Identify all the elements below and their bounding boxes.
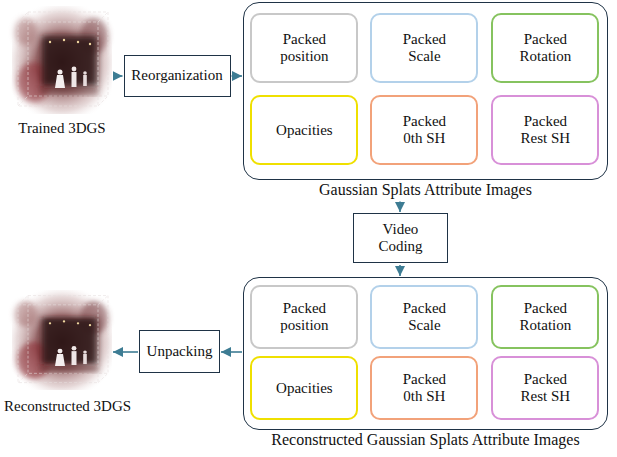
box-label: Reorganization bbox=[131, 67, 222, 84]
attribute-image-box: Packed Rotation bbox=[491, 285, 599, 349]
box-label: Unpacking bbox=[147, 343, 213, 360]
flow-arrow bbox=[399, 201, 401, 212]
process-box: Reorganization bbox=[124, 55, 231, 97]
box-label: Packed Scale bbox=[392, 31, 456, 66]
box-label: Packed Rest SH bbox=[513, 113, 577, 148]
attribute-image-box: Packed 0th SH bbox=[370, 95, 478, 165]
process-box: Unpacking bbox=[139, 330, 220, 373]
box-label: Packed Scale bbox=[392, 300, 456, 335]
box-label: Packed Rotation bbox=[513, 31, 577, 66]
attribute-image-box: Packed position bbox=[250, 285, 358, 349]
attribute-image-box: Opacities bbox=[250, 356, 358, 420]
scene-render: Trained 3DGS bbox=[12, 6, 112, 114]
attribute-image-box: Packed Rest SH bbox=[491, 95, 599, 165]
flow-arrow bbox=[113, 75, 123, 77]
flow-arrow bbox=[221, 351, 242, 353]
attribute-image-group: Gaussian Splats Attribute ImagesPacked p… bbox=[243, 2, 608, 180]
trained-3dgs-render bbox=[12, 6, 112, 114]
figure-caption: Trained 3DGS bbox=[18, 120, 105, 137]
box-label: Packed 0th SH bbox=[392, 371, 456, 406]
flow-arrow bbox=[232, 75, 243, 77]
attribute-image-box: Packed 0th SH bbox=[370, 356, 478, 420]
box-label: Packed 0th SH bbox=[392, 113, 456, 148]
figure-caption: Reconstructed Gaussian Splats Attribute … bbox=[271, 431, 579, 449]
box-label: Video Coding bbox=[371, 221, 431, 256]
attribute-image-box: Packed position bbox=[250, 13, 358, 83]
attribute-image-box: Packed Scale bbox=[370, 13, 478, 83]
flow-arrow bbox=[399, 265, 401, 276]
figure-caption: Gaussian Splats Attribute Images bbox=[319, 181, 532, 199]
reconstructed-3dgs-render bbox=[12, 290, 112, 390]
box-label: Packed position bbox=[272, 300, 336, 335]
flow-arrow bbox=[113, 351, 138, 353]
box-label: Opacities bbox=[276, 380, 333, 397]
process-box: Video Coding bbox=[353, 213, 448, 263]
box-label: Packed Rotation bbox=[513, 300, 577, 335]
box-label: Packed Rest SH bbox=[513, 371, 577, 406]
attribute-image-group: Reconstructed Gaussian Splats Attribute … bbox=[243, 277, 608, 430]
box-label: Packed position bbox=[272, 31, 336, 66]
attribute-image-box: Packed Scale bbox=[370, 285, 478, 349]
box-label: Opacities bbox=[276, 122, 333, 139]
attribute-image-box: Packed Rotation bbox=[491, 13, 599, 83]
attribute-image-box: Packed Rest SH bbox=[491, 356, 599, 420]
attribute-image-box: Opacities bbox=[250, 95, 358, 165]
figure-caption: Reconstructed 3DGS bbox=[4, 398, 131, 415]
scene-render: Reconstructed 3DGS bbox=[12, 290, 112, 390]
